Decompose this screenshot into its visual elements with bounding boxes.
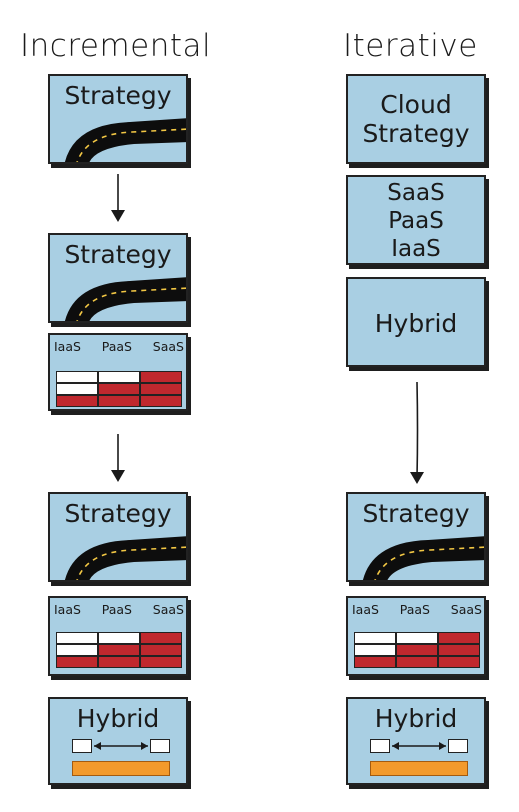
hybrid-box: Hybrid xyxy=(48,697,188,785)
road-icon xyxy=(65,536,186,580)
paas-label: PaaS xyxy=(101,339,132,354)
iaas-label: IaaS xyxy=(352,602,379,617)
double-arrow-icon xyxy=(392,742,446,750)
saas-label: SaaS xyxy=(450,602,482,617)
integration-bar xyxy=(370,761,468,776)
service-stack-box: SaaS PaaS IaaS xyxy=(346,175,486,265)
strategy-box: Strategy xyxy=(48,74,188,164)
hybrid-box: Hybrid xyxy=(346,697,486,785)
cloud-strategy-box: Cloud Strategy xyxy=(346,74,486,164)
iaas-label: IaaS xyxy=(54,602,81,617)
iaas-line: IaaS xyxy=(391,236,441,262)
incremental-heading: Incremental xyxy=(20,28,212,64)
integration-bar xyxy=(72,761,170,776)
paas-label: PaaS xyxy=(399,602,430,617)
down-arrow-icon xyxy=(111,434,125,482)
on-prem-node xyxy=(72,739,92,753)
service-stack-label: SaaS PaaS IaaS xyxy=(348,179,484,263)
saas-label: SaaS xyxy=(152,602,184,617)
hybrid-label: Hybrid xyxy=(76,704,160,733)
cloud-strategy-line: Strategy xyxy=(362,119,470,148)
service-grid xyxy=(56,371,182,407)
service-labels: IaaS PaaS SaaS xyxy=(54,602,184,617)
service-models-box: IaaS PaaS SaaS xyxy=(48,333,188,411)
road-icon xyxy=(65,118,186,162)
down-arrow-icon xyxy=(111,174,125,222)
service-models-box: IaaS PaaS SaaS xyxy=(346,596,486,676)
down-arrow-icon xyxy=(410,381,424,484)
road-icon xyxy=(363,536,484,580)
service-labels: IaaS PaaS SaaS xyxy=(352,602,482,617)
paas-label: PaaS xyxy=(101,602,132,617)
service-labels: IaaS PaaS SaaS xyxy=(54,339,184,354)
strategy-box: Strategy xyxy=(346,492,486,582)
cloud-node xyxy=(448,739,468,753)
cloud-strategy-label: Cloud Strategy xyxy=(348,90,484,148)
strategy-box: Strategy xyxy=(48,492,188,582)
strategy-label: Strategy xyxy=(362,499,470,528)
strategy-label: Strategy xyxy=(64,499,172,528)
iterative-heading: Iterative xyxy=(343,28,478,64)
service-models-box: IaaS PaaS SaaS xyxy=(48,596,188,676)
strategy-label: Strategy xyxy=(64,81,172,110)
on-prem-node xyxy=(370,739,390,753)
road-icon xyxy=(65,277,186,321)
hybrid-box: Hybrid xyxy=(346,277,486,367)
saas-label: SaaS xyxy=(152,339,184,354)
iaas-label: IaaS xyxy=(54,339,81,354)
double-arrow-icon xyxy=(94,742,148,750)
service-grid xyxy=(56,632,182,668)
strategy-label: Strategy xyxy=(64,240,172,269)
strategy-box: Strategy xyxy=(48,233,188,323)
hybrid-label: Hybrid xyxy=(374,704,458,733)
paas-line: PaaS xyxy=(388,208,444,234)
cloud-strategy-line: Cloud xyxy=(380,90,452,119)
hybrid-label: Hybrid xyxy=(374,309,458,338)
cloud-node xyxy=(150,739,170,753)
service-grid xyxy=(354,632,480,668)
saas-line: SaaS xyxy=(387,180,445,206)
